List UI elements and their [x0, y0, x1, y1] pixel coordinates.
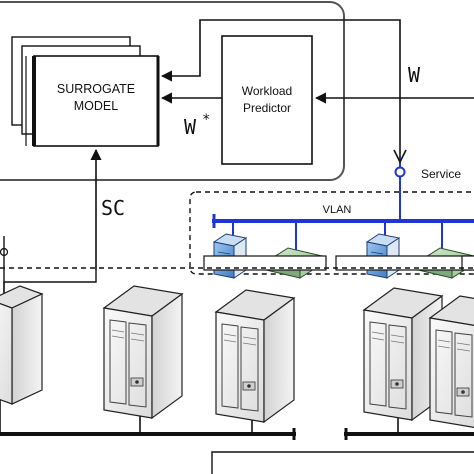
surrogate-model-box: [33, 55, 159, 147]
surrogate-model-stack: SURROGATE MODEL: [11, 36, 160, 147]
surrogate-model-label-line2: MODEL: [74, 99, 119, 113]
workload-predictor-label-line1: Workload: [242, 84, 292, 98]
server-tower-icon: [103, 285, 183, 419]
service-tap-icon: [394, 166, 406, 178]
w-star-label: W: [184, 115, 197, 139]
workload-predictor-label-line2: Predictor: [243, 101, 291, 115]
server-tower-icon: [215, 289, 295, 423]
workload-predictor: Workload Predictor: [221, 35, 313, 165]
left-server: [0, 285, 44, 405]
sc-label: SC: [101, 196, 125, 220]
w-star-asterisk: *: [202, 112, 210, 128]
vlan-label: VLAN: [323, 204, 352, 216]
server-tower-icon: [429, 295, 474, 429]
w-feedback-path: [160, 19, 401, 158]
service-zone: [189, 191, 474, 275]
w-label: W: [408, 63, 421, 87]
service-tap-arrow-icon: [393, 149, 407, 164]
controller-frame: [0, 1, 345, 181]
shelf: [203, 255, 327, 271]
workload-predictor-box: [221, 35, 313, 165]
shelf: [461, 255, 474, 271]
surrogate-model-label-line1: SURROGATE: [57, 82, 135, 96]
bottom-link: [211, 451, 474, 474]
service-label: Service: [421, 167, 461, 181]
